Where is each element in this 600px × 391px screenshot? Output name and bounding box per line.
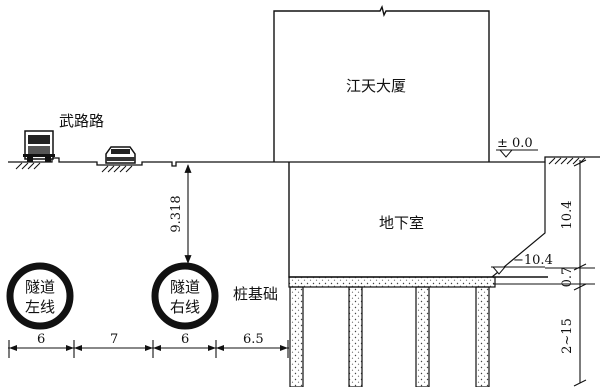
tunnel-left-label-1: 隧道 [25, 278, 55, 296]
horizontal-dimension-line [8, 340, 289, 358]
tunnel-depth-label: 9.318 [169, 195, 184, 232]
basement-elevation-label: −10.4 [513, 253, 553, 268]
tunnel-left: 隧道 左线 [6, 262, 74, 330]
tunnel-to-pile-label: 6.5 [243, 332, 264, 347]
tunnel-right-label-1: 隧道 [170, 278, 200, 296]
depth-basement-label: 10.4 [560, 201, 575, 230]
piles [289, 286, 490, 388]
tunnel-diameter-right-label: 6 [181, 332, 189, 347]
tunnel-right-label-2: 右线 [170, 298, 200, 316]
basement-label: 地下室 [379, 214, 424, 232]
tunnel-left-label-2: 左线 [25, 298, 55, 316]
ground-elevation-label: ± 0.0 [497, 136, 533, 151]
pile-label: 桩基础 [233, 285, 278, 303]
depth-slab-label: 0.7 [560, 267, 575, 288]
pile [289, 286, 304, 388]
ground-hatch [15, 157, 586, 173]
depth-dimension-line [493, 159, 595, 387]
basement-elevation-marker [491, 266, 545, 275]
road-label: 武路路 [59, 112, 104, 130]
pile [475, 286, 490, 388]
pile [415, 286, 430, 388]
truck-icon [23, 130, 55, 162]
tunnel-spacing-label: 7 [110, 332, 118, 347]
tunnel-right: 隧道 右线 [151, 262, 219, 330]
building-label: 江天大厦 [346, 77, 406, 95]
foundation-slab [288, 276, 496, 288]
car-icon [105, 146, 136, 164]
tunnel-diameter-left-label: 6 [37, 332, 45, 347]
depth-piles-label: 2~15 [560, 318, 575, 354]
ground-elevation-marker [496, 149, 538, 158]
pile [348, 286, 363, 388]
building-tower [273, 4, 490, 162]
ground-line [8, 156, 600, 167]
